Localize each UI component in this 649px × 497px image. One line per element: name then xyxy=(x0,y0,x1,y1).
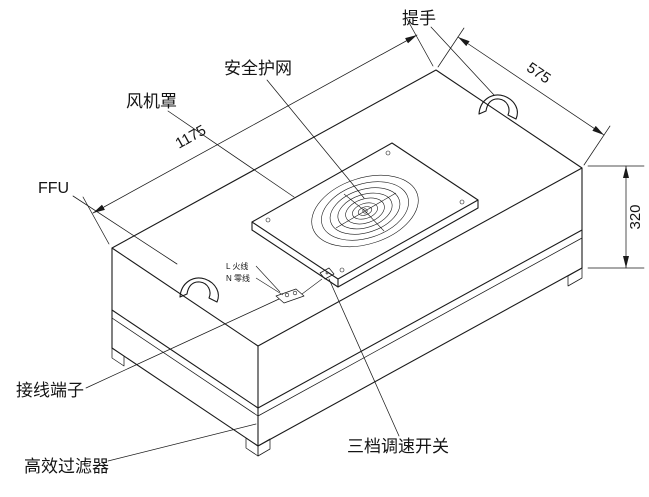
fan-guard-grill xyxy=(311,175,419,247)
leader-handle xyxy=(430,26,495,96)
label-terminal: 接线端子 xyxy=(16,381,84,400)
plate-bolt-3 xyxy=(459,199,465,205)
speed-switch-icon xyxy=(319,267,335,280)
body-bottom-seam xyxy=(111,229,583,409)
leader-hepa-filter xyxy=(107,423,257,462)
leader-terminal xyxy=(85,298,280,389)
ext-line xyxy=(583,125,611,166)
leader-fan-cover xyxy=(167,110,295,198)
ext-line xyxy=(437,27,465,68)
wire-neutral xyxy=(255,277,284,296)
plate-bolt-2 xyxy=(385,150,391,156)
label-hepa-filter: 高效过滤器 xyxy=(24,457,109,476)
label-ffu: FFU xyxy=(38,180,69,197)
foot-front-left xyxy=(245,437,259,457)
top-face xyxy=(111,69,583,347)
dim-line xyxy=(457,36,605,136)
label-fan-cover: 风机罩 xyxy=(126,92,177,111)
label-safety-net: 安全护网 xyxy=(224,59,292,78)
label-speed-switch: 三档调速开关 xyxy=(347,437,449,456)
handle-top-icon xyxy=(478,94,518,120)
foot-left xyxy=(111,347,125,367)
plate-bolt-4 xyxy=(339,267,345,273)
dimension-575: 575 xyxy=(437,27,611,166)
ext-line xyxy=(406,18,434,67)
plate-bottom-edge xyxy=(251,207,479,288)
label-wire-live: L 火线 xyxy=(226,261,248,271)
dim-line xyxy=(92,34,418,214)
dim-height-text: 320 xyxy=(627,204,644,229)
leader-ffu xyxy=(72,195,178,265)
leader-speed-switch xyxy=(328,278,400,437)
filter-top-seam xyxy=(111,237,583,417)
wire-live xyxy=(255,265,281,293)
foot-front-right xyxy=(257,438,271,457)
handle-left-icon xyxy=(179,277,219,303)
leader-lines xyxy=(72,26,495,462)
dim-width-text: 575 xyxy=(523,59,553,87)
ext-line xyxy=(82,196,110,245)
dimension-320: 320 xyxy=(587,165,645,269)
plate-bolt-1 xyxy=(265,217,271,223)
wire-to-switch xyxy=(301,278,323,295)
label-handle: 提手 xyxy=(402,9,436,28)
foot-right xyxy=(567,267,583,287)
label-wire-neutral: N 零线 xyxy=(226,273,250,283)
ffu-body xyxy=(111,69,583,457)
terminal-block-icon xyxy=(255,265,323,304)
dimension-1175: 1175 xyxy=(82,18,434,245)
leader-safety-net xyxy=(266,79,365,199)
